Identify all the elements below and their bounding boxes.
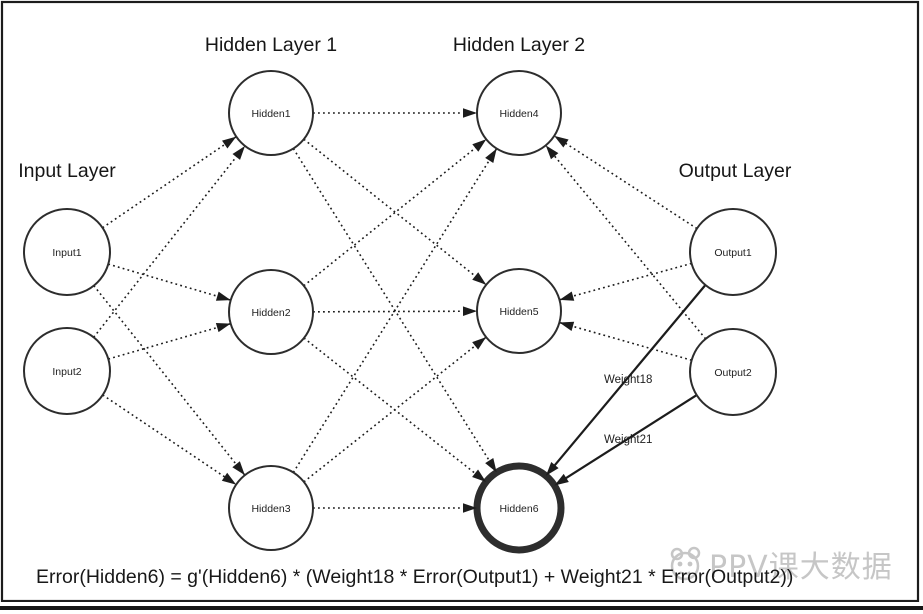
- watermark-text: PPV课大数据: [709, 550, 893, 585]
- node-circle-output2: [689, 328, 777, 416]
- arrowhead-hidden3: [232, 461, 245, 476]
- arrowhead-hidden4: [472, 139, 487, 152]
- node-circle-hidden1: [228, 70, 314, 156]
- edge-hidden1-hidden5: [303, 138, 487, 286]
- arrowhead-hidden6: [485, 458, 497, 473]
- edge-hidden3-hidden5: [303, 336, 487, 483]
- panda-face-icon: [670, 546, 701, 581]
- edge-input1-hidden3: [93, 285, 246, 476]
- arrowhead-hidden1: [232, 145, 245, 160]
- arrowhead-hidden5: [559, 321, 575, 331]
- edge-output2-hidden4: [545, 144, 707, 340]
- node-circle-hidden2: [228, 269, 314, 355]
- node-circle-input2: [23, 327, 111, 415]
- node-circle-output1: [689, 208, 777, 296]
- node-label-hidden5: Hidden5: [499, 306, 538, 318]
- arrowhead-hidden4: [463, 108, 477, 118]
- edge-output1-hidden4: [553, 135, 698, 230]
- arrowhead-hidden6: [472, 469, 487, 482]
- node-label-input1: Input1: [52, 247, 81, 259]
- edge-input2-hidden1: [93, 145, 246, 338]
- label-output-layer: Output Layer: [678, 160, 792, 182]
- arrowhead-hidden1: [222, 136, 237, 149]
- node-label-input2: Input2: [52, 366, 81, 378]
- node-circle-input1: [23, 208, 111, 296]
- arrowhead-hidden2: [215, 322, 231, 333]
- watermark: PPV课大数据: [664, 542, 893, 586]
- arrowhead-hidden5: [472, 337, 487, 350]
- bottom-divider: [0, 606, 923, 610]
- edge-input2-hidden2: [108, 322, 231, 360]
- arrowhead-hidden4: [545, 145, 559, 160]
- node-label-hidden6: Hidden6: [499, 503, 538, 515]
- edge-label-weight21: Weight21: [604, 434, 652, 446]
- edge-input1-hidden2: [108, 263, 231, 301]
- label-hidden-layer-2: Hidden Layer 2: [452, 34, 586, 56]
- edge-output1-hidden6: [545, 284, 707, 477]
- edge-input2-hidden3: [102, 394, 237, 486]
- node-circle-hidden3: [228, 465, 314, 551]
- label-hidden-layer-1: Hidden Layer 1: [204, 34, 338, 56]
- arrowhead-hidden2: [215, 291, 231, 301]
- node-label-output1: Output1: [714, 247, 752, 259]
- arrowhead-hidden3: [221, 472, 237, 485]
- arrowhead-hidden4: [485, 148, 497, 163]
- diagram-border: [0, 0, 920, 602]
- node-circle-hidden5: [476, 268, 562, 354]
- node-label-hidden2: Hidden2: [251, 307, 290, 319]
- edge-output2-hidden6: [553, 394, 698, 487]
- edge-hidden3-hidden4: [292, 148, 498, 473]
- node-label-hidden4: Hidden4: [499, 108, 538, 120]
- label-input-layer: Input Layer: [18, 160, 116, 182]
- error-formula: Error(Hidden6) = g'(Hidden6) * (Weight18…: [36, 566, 794, 588]
- edge-hidden2-hidden5: [312, 310, 478, 313]
- arrowhead-hidden5: [559, 291, 575, 301]
- arrowhead-hidden6: [463, 503, 477, 513]
- arrowhead-hidden5: [472, 272, 487, 285]
- node-label-hidden1: Hidden1: [251, 108, 290, 120]
- edge-input1-hidden1: [102, 135, 237, 229]
- arrowhead-hidden6: [554, 473, 569, 486]
- arrowhead-hidden5: [462, 306, 478, 317]
- edge-label-weight18: Weight18: [604, 374, 652, 386]
- node-label-hidden3: Hidden3: [251, 503, 290, 515]
- node-label-output2: Output2: [714, 367, 752, 379]
- arrowhead-hidden4: [554, 135, 569, 148]
- arrowhead-hidden6: [545, 461, 559, 476]
